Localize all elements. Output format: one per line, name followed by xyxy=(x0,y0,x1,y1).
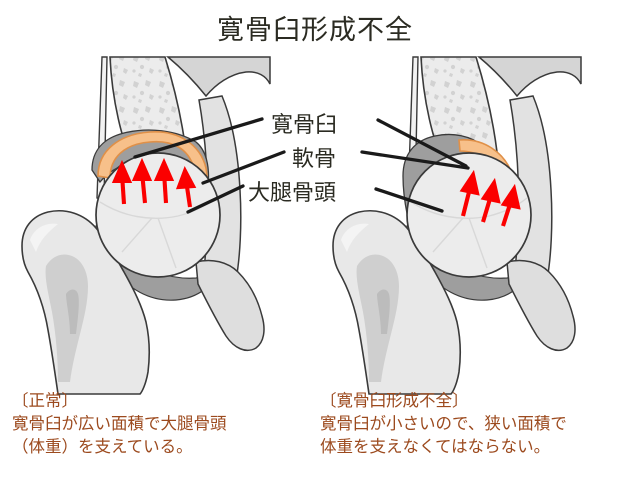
caption-normal-line1: 寛骨臼が広い面積で大腿骨頭 xyxy=(12,414,227,433)
leader-femoral-head-left xyxy=(186,184,245,214)
leader-cartilage-left xyxy=(201,150,286,185)
caption-normal-heading: 〔正常〕 xyxy=(12,391,78,410)
leader-cartilage-right xyxy=(360,150,470,170)
callout-cartilage: 軟骨 xyxy=(292,147,337,172)
leader-femoral-head-right xyxy=(374,187,444,213)
leader-lines-right xyxy=(360,118,470,213)
caption-dysplasia: 〔寛骨臼形成不全〕 寛骨臼が小さいので、狭い面積で 体重を支えなくてはならない。 xyxy=(320,389,567,458)
leader-acetabulum-left xyxy=(133,117,264,159)
caption-dysplasia-line2: 体重を支えなくてはならない。 xyxy=(320,437,551,456)
callout-acetabulum: 寛骨臼 xyxy=(271,113,338,138)
caption-dysplasia-line1: 寛骨臼が小さいので、狭い面積で xyxy=(320,414,567,433)
caption-normal: 〔正常〕 寛骨臼が広い面積で大腿骨頭 （体重）を支えている。 xyxy=(12,389,227,458)
leader-lines-left xyxy=(133,117,286,214)
callout-femoral-head: 大腿骨頭 xyxy=(248,181,337,206)
caption-dysplasia-heading: 〔寛骨臼形成不全〕 xyxy=(320,391,469,410)
page-title: 寛骨臼形成不全 xyxy=(217,15,413,46)
leader-acetabulum-right xyxy=(376,118,468,168)
caption-normal-line2: （体重）を支えている。 xyxy=(12,437,193,456)
